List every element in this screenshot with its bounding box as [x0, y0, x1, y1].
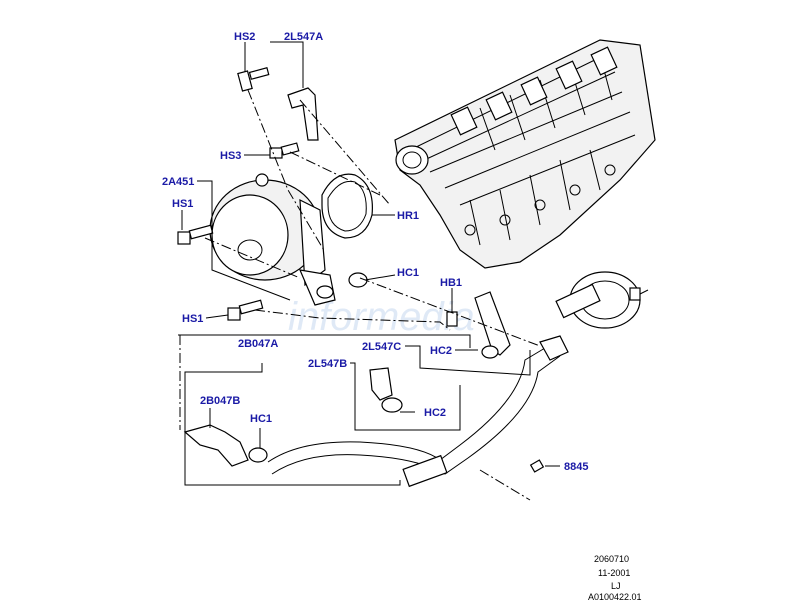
vacuum-pump-illustration [209, 173, 336, 306]
callout-2b047a: 2B047A [238, 338, 278, 350]
callout-2b047b: 2B047B [200, 395, 240, 407]
callout-hr1: HR1 [397, 210, 419, 222]
callout-2a451: 2A451 [162, 176, 194, 188]
callout-8845: 8845 [564, 461, 588, 473]
callout-hc1-lower: HC1 [250, 413, 272, 425]
callout-hs1-lower: HS1 [182, 313, 203, 325]
upper-bracket-illustration [287, 87, 319, 141]
brake-servo-illustration [555, 271, 649, 329]
leader-lines [178, 41, 560, 486]
right-bracket-illustration [474, 291, 511, 356]
bolt-illustrations [177, 67, 458, 327]
alignment-lines [179, 89, 541, 501]
cylinder-head-illustration [394, 39, 656, 269]
callout-2l547b: 2L547B [308, 358, 347, 370]
callout-hc2-lower: HC2 [424, 407, 446, 419]
mid-bracket-illustration [369, 367, 393, 401]
callout-2l547a: 2L547A [284, 31, 323, 43]
callout-hc1-upper: HC1 [397, 267, 419, 279]
ref-number: 2060710 [594, 554, 629, 564]
callout-hs2: HS2 [234, 31, 255, 43]
gasket-illustration [321, 173, 373, 239]
vacuum-hose-illustration [183, 335, 569, 488]
ref-code: LJ [611, 581, 621, 591]
callout-hs3: HS3 [220, 150, 241, 162]
callout-labels: HS2 2L547A HS3 2A451 HS1 HR1 HC1 HB1 HS1… [162, 31, 588, 473]
ref-date: 11-2001 [598, 568, 630, 578]
callout-hb1: HB1 [440, 277, 462, 289]
callout-hc2-upper: HC2 [430, 345, 452, 357]
callout-hs1-upper: HS1 [172, 198, 193, 210]
ref-image-id: A0100422.01 [588, 592, 642, 600]
callout-2l547c: 2L547C [362, 341, 401, 353]
reference-block: 2060710 11-2001 LJ A0100422.01 [588, 554, 642, 600]
